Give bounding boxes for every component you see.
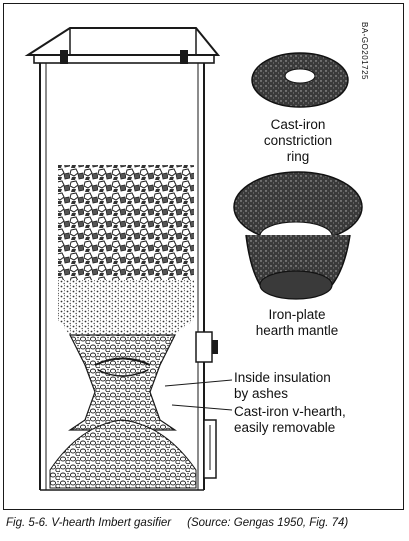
- ring-label-line1: Cast-iron: [270, 117, 326, 132]
- hearth-throat: [68, 334, 177, 431]
- vhearth-label-line2: easily removable: [234, 420, 336, 435]
- insulation-label: Inside insulation by ashes: [234, 370, 331, 402]
- vhearth-label-line1: Cast-iron v-hearth,: [234, 404, 346, 419]
- ring-label-line2: constriction: [263, 133, 333, 148]
- gasifier-shell: [39, 63, 205, 491]
- figure-frame: [3, 3, 404, 510]
- gasifier-lid: [24, 27, 221, 64]
- fuel-charge: [58, 165, 194, 285]
- hearth-mantle: [233, 171, 363, 300]
- air-inlet-housing: [195, 331, 213, 363]
- vhearth-label: Cast-iron v-hearth, easily removable: [234, 404, 346, 436]
- ring-label-line3: ring: [286, 149, 310, 164]
- constriction-ring: [251, 52, 349, 108]
- vhearth-leader: [171, 404, 233, 411]
- insulation-label-line2: by ashes: [234, 386, 289, 401]
- document-code: BA-GO201725: [360, 22, 369, 80]
- insulation-label-line1: Inside insulation: [234, 370, 331, 385]
- ring-label: Cast-iron constriction ring: [248, 117, 348, 165]
- insulation-leader: [164, 379, 233, 387]
- caption-title: Fig. 5-6. V-hearth Imbert gasifier: [6, 517, 172, 529]
- mantle-label-line1: Iron-plate: [268, 307, 326, 322]
- figure-caption: Fig. 5-6. V-hearth Imbert gasifier (Sourc…: [6, 517, 348, 529]
- caption-source: (Source: Gengas 1950, Fig. 74): [187, 517, 349, 529]
- mantle-label-line2: hearth mantle: [255, 323, 339, 338]
- mantle-label: Iron-plate hearth mantle: [238, 307, 356, 339]
- air-nozzles: [94, 357, 151, 366]
- ash-pile: [49, 419, 197, 489]
- charcoal-layer: [58, 280, 194, 335]
